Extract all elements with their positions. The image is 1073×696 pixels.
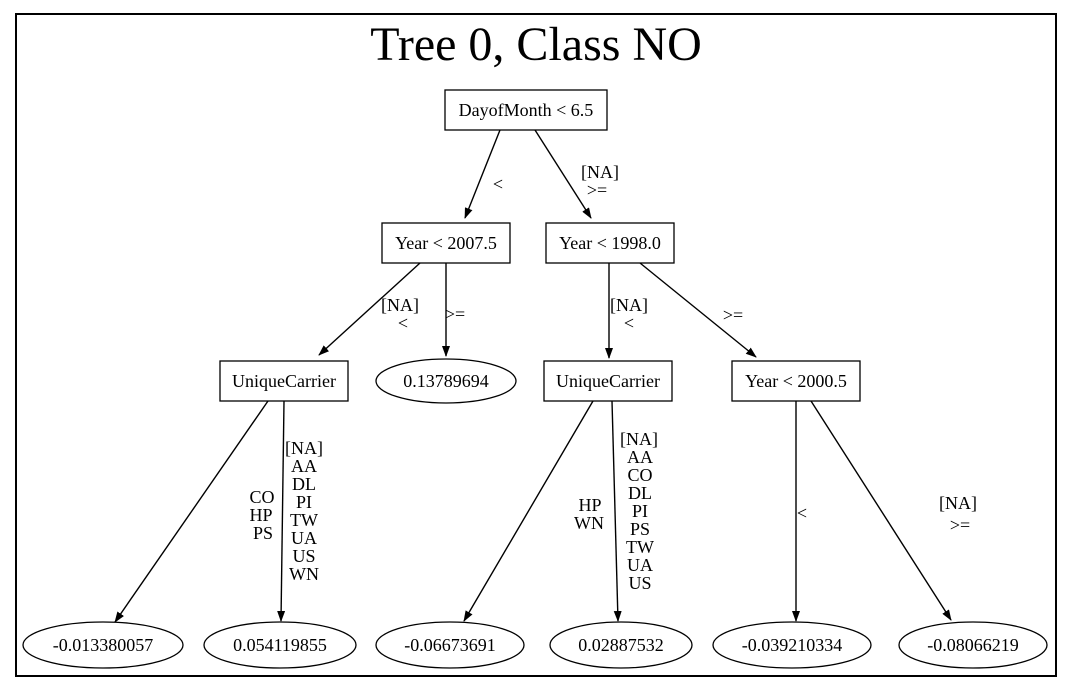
edge-label-line: PI	[296, 492, 312, 512]
split-node-year-1998-0: Year < 1998.0	[545, 222, 675, 264]
split-node-box	[731, 360, 861, 402]
edge-uniquecarrier-middle-to-leaf-neg-0-06673691: HP WN	[463, 400, 604, 622]
leaf-node-ellipse	[375, 358, 517, 404]
edge-year-2007-5-to-uniquecarrier-left: [NA] <	[318, 262, 421, 356]
leaf-node-ellipse	[203, 621, 357, 669]
split-node-year-2007-5: Year < 2007.5	[381, 222, 511, 264]
edge-label-line: >=	[587, 180, 607, 200]
edge-label-line: US	[628, 573, 651, 593]
split-node-uniquecarrier-middle: UniqueCarrier	[543, 360, 673, 402]
split-node-label: UniqueCarrier	[556, 371, 660, 391]
diagram-title: Tree 0, Class NO	[370, 18, 702, 71]
leaf-node-ellipse	[712, 621, 872, 669]
leaf-node-neg-0-013380057: -0.013380057	[22, 621, 184, 669]
split-node-year-2000-5: Year < 2000.5	[731, 360, 861, 402]
edge-year-1998-0-to-uniquecarrier-middle: [NA] <	[605, 263, 648, 359]
leaf-node-value: 0.02887532	[578, 635, 664, 655]
edge-label-line: <	[398, 313, 408, 333]
leaf-node-value: -0.06673691	[404, 635, 496, 655]
leaf-node-value: -0.08066219	[927, 635, 1019, 655]
leaf-node-ellipse	[375, 621, 525, 669]
split-node-label: Year < 2007.5	[395, 233, 497, 253]
edge-uniquecarrier-left-to-leaf-0-054119855: [NA] AA DL PI TW UA US WN	[277, 400, 323, 622]
leaf-node-ellipse	[549, 621, 693, 669]
edge-label-line: [NA]	[381, 295, 419, 315]
edge-line	[463, 400, 594, 622]
edge-label-line: DL	[628, 483, 652, 503]
leaf-node-0-054119855: 0.054119855	[203, 621, 357, 669]
leaf-node-0-02887532: 0.02887532	[549, 621, 693, 669]
edge-year-2000-5-to-leaf-neg-0-08066219: [NA] >=	[810, 400, 977, 621]
edge-label-line: US	[292, 546, 315, 566]
edge-root-to-year-1998-0: [NA] >=	[534, 129, 619, 219]
split-node-box	[444, 89, 608, 131]
edge-label-line: [NA]	[610, 295, 648, 315]
edge-label-line: CO	[249, 487, 274, 507]
edge-label-line: UA	[627, 555, 653, 575]
leaf-node-0-13789694: 0.13789694	[375, 358, 517, 404]
edge-label-line: [NA]	[620, 429, 658, 449]
edge-line	[114, 400, 269, 623]
split-node-label: Year < 1998.0	[559, 233, 661, 253]
edge-label-line: HP	[249, 505, 272, 525]
edge-uniquecarrier-middle-to-leaf-0-02887532: [NA] AA CO DL PI PS TW UA US	[611, 400, 658, 622]
edge-label-line: [NA]	[285, 438, 323, 458]
edge-uniquecarrier-left-to-leaf-neg-0-013380057: CO HP PS	[114, 400, 275, 623]
leaf-node-ellipse	[22, 621, 184, 669]
edge-label-line: >=	[723, 305, 743, 325]
edge-label-line: PI	[632, 501, 648, 521]
edge-line	[277, 400, 286, 622]
edge-year-2007-5-to-leaf-0-13789694: >=	[442, 263, 465, 357]
edge-label-line: [NA]	[939, 493, 977, 513]
leaf-node-value: -0.039210334	[742, 635, 843, 655]
edge-label-line: UA	[291, 528, 317, 548]
leaf-node-value: -0.013380057	[53, 635, 154, 655]
leaf-node-value: 0.13789694	[403, 371, 489, 391]
split-node-box	[219, 360, 349, 402]
edge-line	[611, 400, 622, 622]
edge-label-line: TW	[626, 537, 654, 557]
edge-line	[318, 262, 421, 356]
split-node-box	[381, 222, 511, 264]
split-node-box	[545, 222, 675, 264]
edge-label-line: AA	[291, 456, 317, 476]
edge-label-line: WN	[574, 513, 604, 533]
edge-label-line: [NA]	[581, 162, 619, 182]
edge-label-line: DL	[292, 474, 316, 494]
split-node-label: DayofMonth < 6.5	[459, 100, 594, 120]
edge-label-line: HP	[578, 495, 601, 515]
leaf-node-neg-0-06673691: -0.06673691	[375, 621, 525, 669]
edge-label-line: PS	[630, 519, 650, 539]
edge-label-line: >=	[950, 515, 970, 535]
edge-year-2000-5-to-leaf-neg-0-039210334: <	[792, 401, 807, 622]
edge-root-to-year-2007-5: <	[464, 129, 503, 219]
split-node-label: UniqueCarrier	[232, 371, 336, 391]
edge-label-line: <	[797, 503, 807, 523]
edge-label-line: WN	[289, 564, 319, 584]
edge-label-line: TW	[290, 510, 318, 530]
edge-label-line: CO	[627, 465, 652, 485]
leaf-node-neg-0-039210334: -0.039210334	[712, 621, 872, 669]
edge-line	[639, 262, 757, 358]
split-node-uniquecarrier-left: UniqueCarrier	[219, 360, 349, 402]
edge-line	[810, 400, 952, 621]
leaf-node-neg-0-08066219: -0.08066219	[898, 621, 1048, 669]
diagram-border	[15, 13, 1057, 677]
edge-label-line: PS	[253, 523, 273, 543]
edge-label-line: <	[493, 174, 503, 194]
leaf-node-value: 0.054119855	[233, 635, 327, 655]
split-node-box	[543, 360, 673, 402]
leaf-node-ellipse	[898, 621, 1048, 669]
edge-label-line: <	[624, 313, 634, 333]
split-node-dayofmonth: DayofMonth < 6.5	[444, 89, 608, 131]
edge-label-line: >=	[445, 304, 465, 324]
edge-label-line: AA	[627, 447, 653, 467]
edge-year-1998-0-to-year-2000-5: >=	[639, 262, 757, 358]
edge-line	[464, 129, 501, 219]
edge-line	[534, 129, 592, 219]
split-node-label: Year < 2000.5	[745, 371, 847, 391]
